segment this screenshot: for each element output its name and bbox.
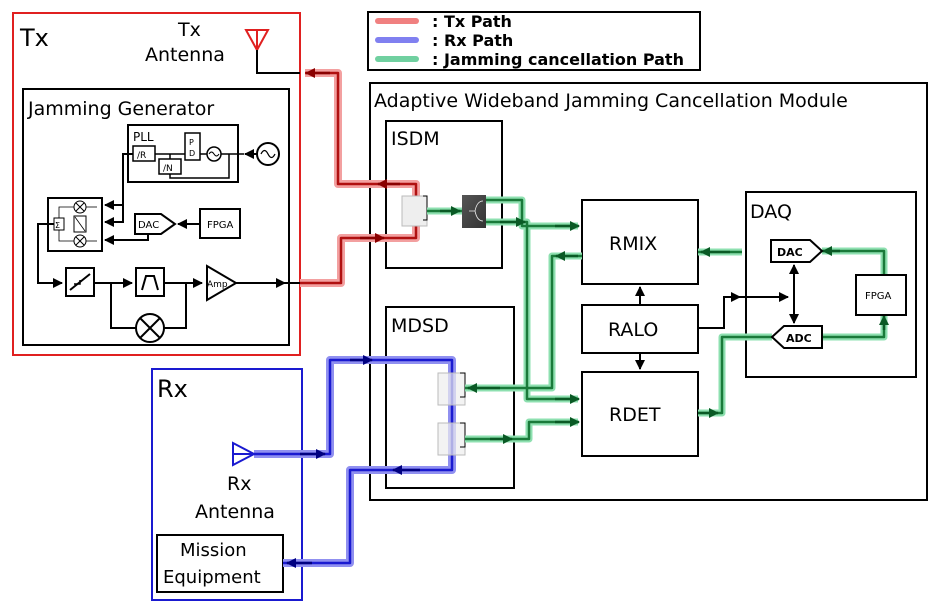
legend-label-tx: : Tx Path (432, 12, 512, 31)
jg-fpga-label: FPGA (207, 220, 234, 231)
mdsd-label: MDSD (391, 315, 449, 337)
rx-antenna-icon (232, 441, 257, 467)
daq-dac-label: DAC (777, 246, 803, 259)
rx-title: Rx (157, 375, 188, 403)
daq-label: DAQ (750, 201, 792, 223)
jg-dac-label: DAC (138, 220, 159, 231)
jg-dac: DAC (134, 213, 177, 235)
amp-label: Amp (207, 280, 228, 290)
mdsd-coupler-2 (437, 422, 466, 456)
iq-modulator-block: Σ (47, 197, 103, 252)
tx-antenna-label-1: Tx (177, 19, 201, 41)
rmix-block: RMIX (581, 199, 699, 285)
daq-fpga: FPGA (855, 274, 907, 316)
pd-label-2: D (189, 149, 195, 158)
rx-antenna-label-2: Antenna (195, 501, 275, 523)
mission-equipment-box: Mission Equipment (156, 534, 284, 593)
rx-block: Rx Rx Antenna Mission Equipment (151, 368, 303, 601)
legend-label-rx: : Rx Path (432, 31, 513, 50)
daq-fpga-label: FPGA (865, 291, 892, 302)
jg-fpga: FPGA (199, 208, 241, 239)
mdsd-block: MDSD (385, 306, 515, 489)
rmix-label: RMIX (609, 233, 657, 255)
bandpass-filter-icon (135, 267, 165, 297)
tx-block: Tx Tx Antenna (12, 12, 301, 356)
jamming-generator: Jamming Generator PLL /R /N P D (22, 88, 300, 346)
mission-label-1: Mission (180, 540, 247, 561)
div-r-label: /R (137, 151, 146, 161)
ralo-block: RALO (581, 304, 699, 354)
rdet-block: RDET (581, 371, 699, 457)
isdm-block: ISDM (385, 120, 503, 269)
pd-label-1: P (189, 138, 194, 147)
isdm-label: ISDM (391, 128, 440, 150)
isdm-splitter (462, 195, 486, 228)
mission-label-2: Equipment (163, 567, 261, 588)
rx-path (254, 355, 456, 568)
jamming-generator-title: Jamming Generator (27, 98, 214, 120)
daq-dac: DAC (770, 239, 824, 263)
pll-block: PLL /R /N P D (127, 124, 280, 183)
tx-antenna-label-2: Antenna (145, 44, 225, 66)
daq-block: DAQ (745, 191, 917, 378)
amplifier-icon: Amp (206, 264, 238, 302)
mdsd-coupler-1 (437, 372, 466, 406)
isdm-coupler (401, 195, 428, 227)
sigma-label: Σ (55, 221, 60, 230)
module-title: Adaptive Wideband Jamming Cancellation M… (374, 90, 848, 112)
tx-title: Tx (19, 24, 49, 52)
rdet-label: RDET (609, 404, 661, 426)
rx-antenna-label-1: Rx (227, 473, 251, 495)
ralo-label: RALO (608, 319, 658, 341)
daq-adc-label: ADC (786, 332, 812, 345)
tx-antenna-icon (244, 29, 300, 74)
div-n-label: /N (163, 164, 173, 174)
cancellation-module: Adaptive Wideband Jamming Cancellation M… (369, 82, 928, 501)
legend-label-jc: : Jamming cancellation Path (432, 50, 684, 69)
legend: : Tx Path : Rx Path : Jamming cancellati… (367, 11, 701, 71)
pll-label: PLL (133, 130, 154, 144)
mixer-icon (135, 313, 165, 343)
daq-adc: ADC (770, 325, 823, 349)
attenuator-icon (65, 267, 95, 297)
